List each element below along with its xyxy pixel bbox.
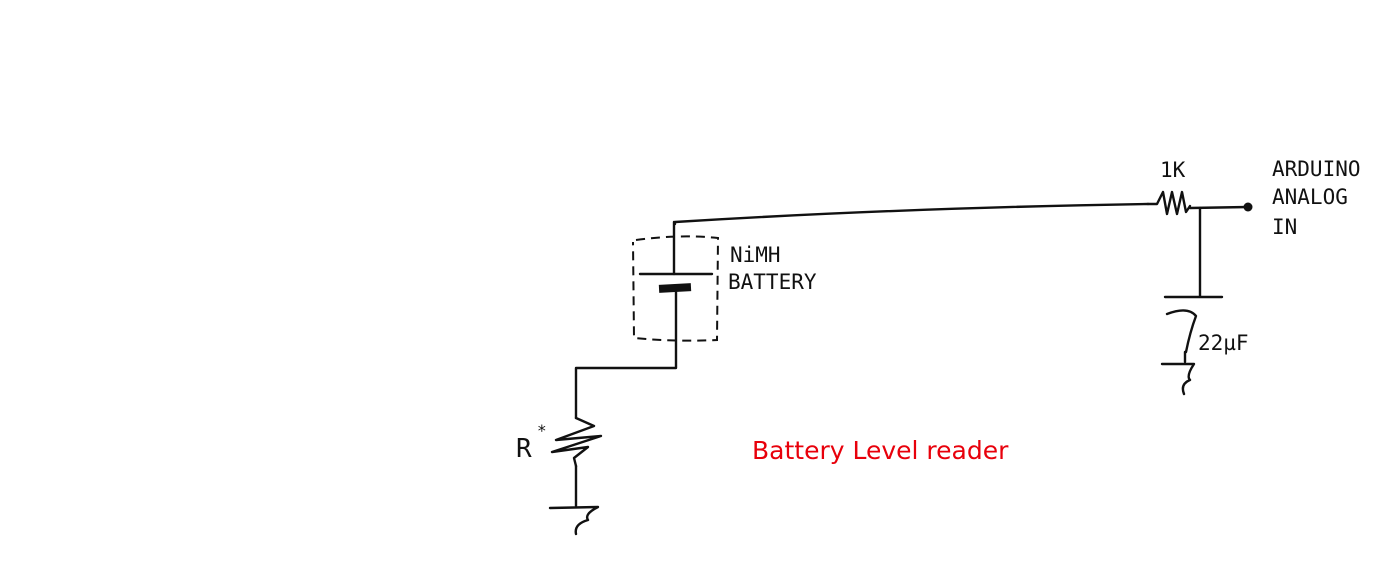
resistor-1k-label: 1K [1160,158,1186,182]
arduino-label-line1: ARDUINO [1272,157,1361,181]
battery-enclosure [632,235,720,342]
resistor-ground-icon [548,505,600,536]
resistor-r [550,416,603,468]
arduino-label-line2: ANALOG [1272,185,1348,209]
battery-wire-bottom [574,290,678,420]
battery-label-line2: BATTERY [728,270,817,294]
resistor-r-mark: * [537,421,547,440]
resistor-1k [1146,190,1192,216]
capacitor-plate-bottom [1165,309,1198,354]
battery-plate-negative [658,283,692,293]
capacitor-label: 22µF [1198,331,1249,355]
output-wire [1188,205,1250,210]
arduino-input-node [1243,202,1253,212]
capacitor-ground-icon [1160,362,1196,396]
top-wire [673,202,1150,226]
resistor-r-label: R [516,434,532,464]
arduino-label-line3: IN [1272,215,1297,239]
battery-label-line1: NiMH [730,243,781,267]
diagram-caption: Battery Level reader [752,436,1009,465]
